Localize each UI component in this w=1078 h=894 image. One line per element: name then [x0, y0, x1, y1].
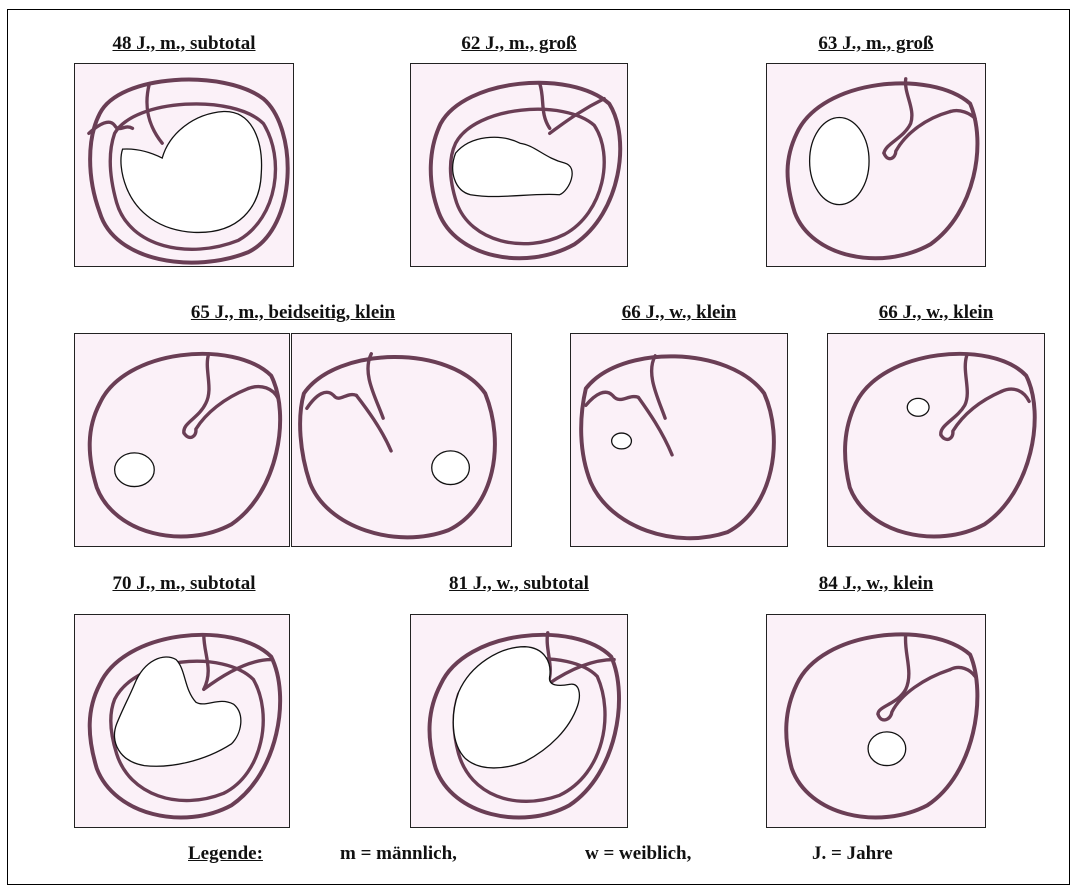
heart-panel-84-klein [766, 614, 986, 828]
legend-j: J. = Jahre [812, 843, 893, 865]
caption-84-klein: 84 J., w., klein [766, 573, 986, 595]
heart-panel-48-subtotal [74, 63, 294, 267]
heart-panel-65-left [74, 333, 290, 547]
heart-panel-70-subtotal [74, 614, 290, 828]
heart-panel-66-b [827, 333, 1045, 547]
caption-66-klein-b: 66 J., w., klein [827, 302, 1045, 324]
heart-panel-81-subtotal [410, 614, 628, 828]
legend-title: Legende: [188, 843, 263, 865]
legend-w: w = weiblich, [585, 843, 691, 865]
caption-62-gross: 62 J., m., groß [410, 33, 628, 55]
heart-panel-63-gross [766, 63, 986, 267]
caption-63-gross: 63 J., m., groß [766, 33, 986, 55]
heart-panel-62-gross [410, 63, 628, 267]
heart-panel-66-a [570, 333, 788, 547]
caption-81-subtotal: 81 J., w., subtotal [410, 573, 628, 595]
heart-panel-65-right [291, 333, 512, 547]
caption-65-beidseitig: 65 J., m., beidseitig, klein [74, 302, 512, 324]
caption-70-subtotal: 70 J., m., subtotal [74, 573, 294, 595]
caption-66-klein-a: 66 J., w., klein [570, 302, 788, 324]
legend-m: m = männlich, [340, 843, 457, 865]
caption-48-subtotal: 48 J., m., subtotal [74, 33, 294, 55]
